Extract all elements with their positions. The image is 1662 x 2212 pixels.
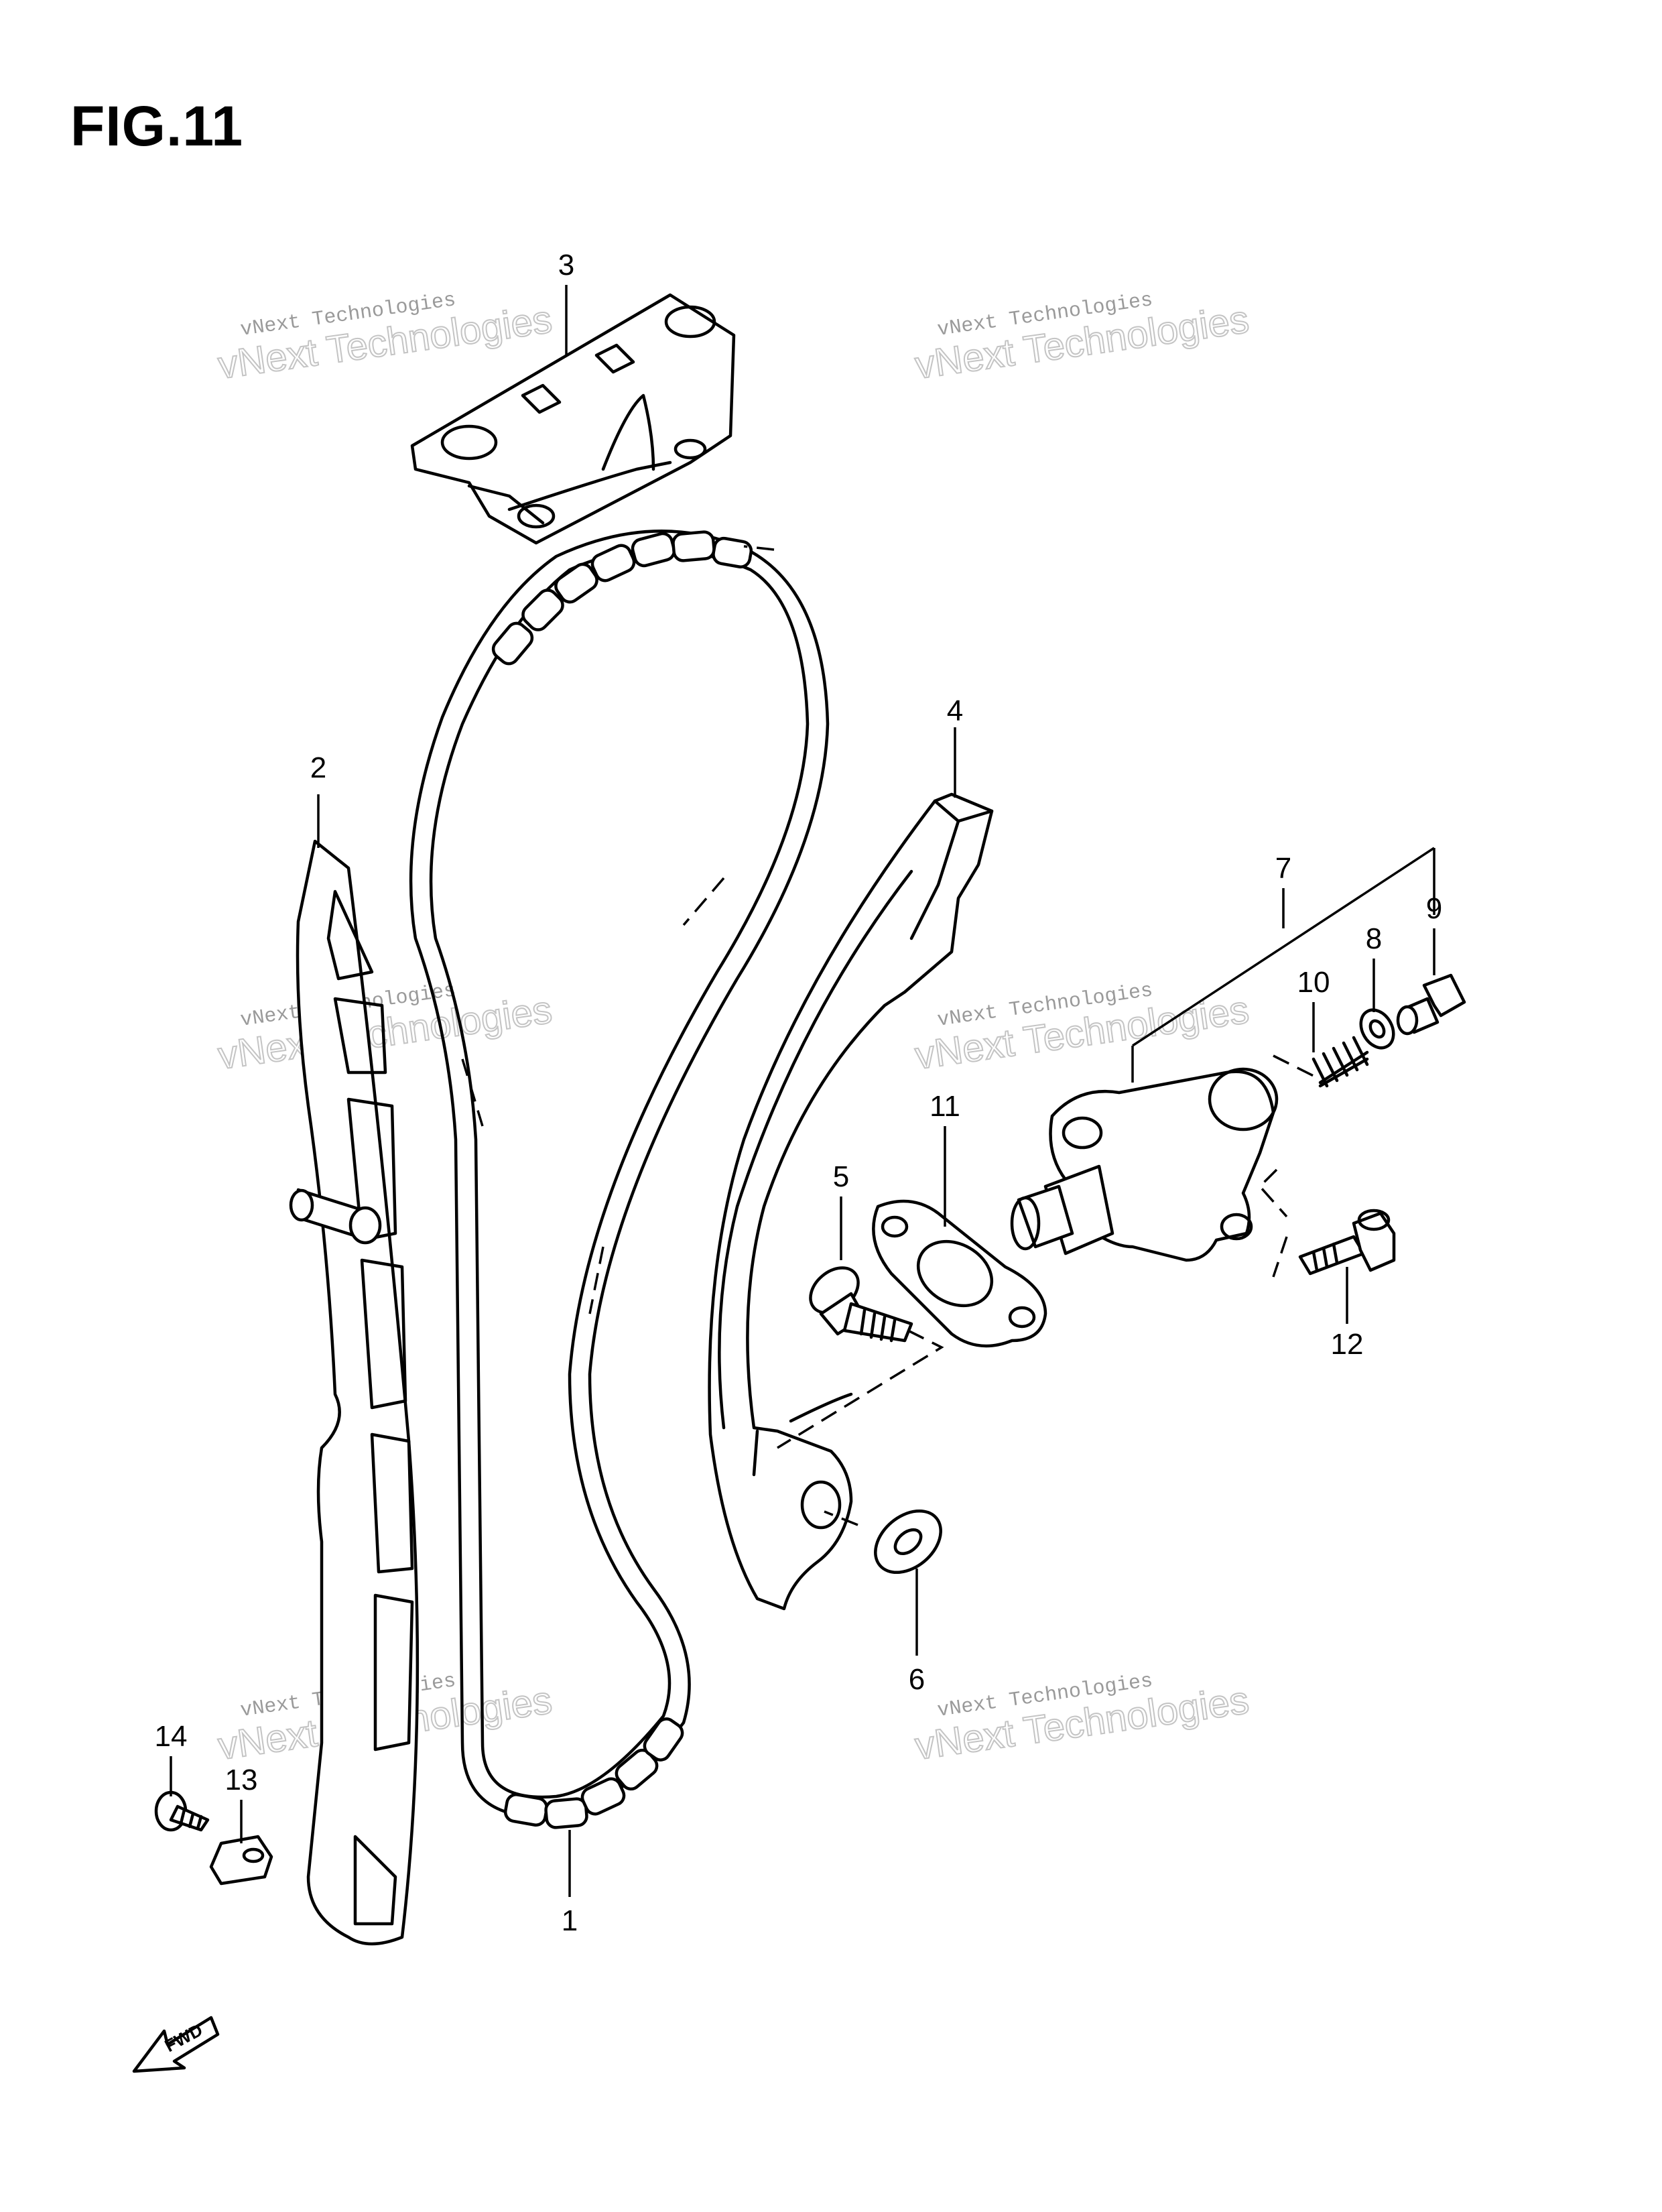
part-11-gasket [872, 1199, 1047, 1348]
chain-links-bottom [503, 1717, 684, 1829]
part-6-washer [874, 1509, 942, 1575]
chain-links-top [491, 530, 753, 666]
callout-10: 10 [1297, 966, 1330, 999]
watermark: vNext Technologies vNext Technologies [912, 1670, 1253, 1769]
callout-5: 5 [833, 1160, 849, 1193]
watermark: vNext Technologies vNext Technologies [912, 979, 1253, 1079]
callout-11: 11 [930, 1090, 960, 1123]
callout-8: 8 [1366, 922, 1382, 955]
callouts: 1 2 3 4 5 6 7 8 9 10 11 12 13 14 [155, 249, 1443, 1937]
leader-lines [170, 285, 1435, 1897]
callout-12: 12 [1331, 1328, 1364, 1361]
callout-6: 6 [909, 1663, 925, 1696]
callout-4: 4 [947, 694, 963, 727]
part-9-plug-bolt [1396, 973, 1466, 1036]
part-13-stopper [209, 1835, 273, 1886]
callout-2: 2 [310, 751, 326, 784]
part-3-chain-guide-top [410, 293, 736, 545]
watermark: vNext Technologies vNext Technologies [215, 289, 556, 388]
part-14-screw [154, 1790, 210, 1832]
part-10-spring [1312, 1036, 1369, 1088]
callout-1: 1 [562, 1904, 578, 1937]
figure-title: FIG.11 [70, 95, 244, 158]
fwd-direction-arrow: FWD [132, 2016, 220, 2073]
part-1-cam-chain [409, 530, 830, 1829]
callout-7: 7 [1275, 852, 1291, 885]
callout-3: 3 [558, 249, 574, 282]
callout-13: 13 [225, 1764, 258, 1796]
part-5-bolt [809, 1266, 913, 1343]
part-12-bolt [1298, 1209, 1396, 1276]
assembly-lines [461, 545, 1314, 1526]
part-7-tensioner-assembly [1010, 1067, 1279, 1262]
callout-14: 14 [155, 1720, 188, 1753]
part-2-chain-guide [289, 839, 420, 1946]
part-4-tensioner-guide [708, 792, 994, 1611]
watermark: vNext Technologies vNext Technologies [912, 289, 1253, 388]
part-8-washer-small [1359, 1008, 1395, 1050]
callout-9: 9 [1426, 892, 1442, 925]
